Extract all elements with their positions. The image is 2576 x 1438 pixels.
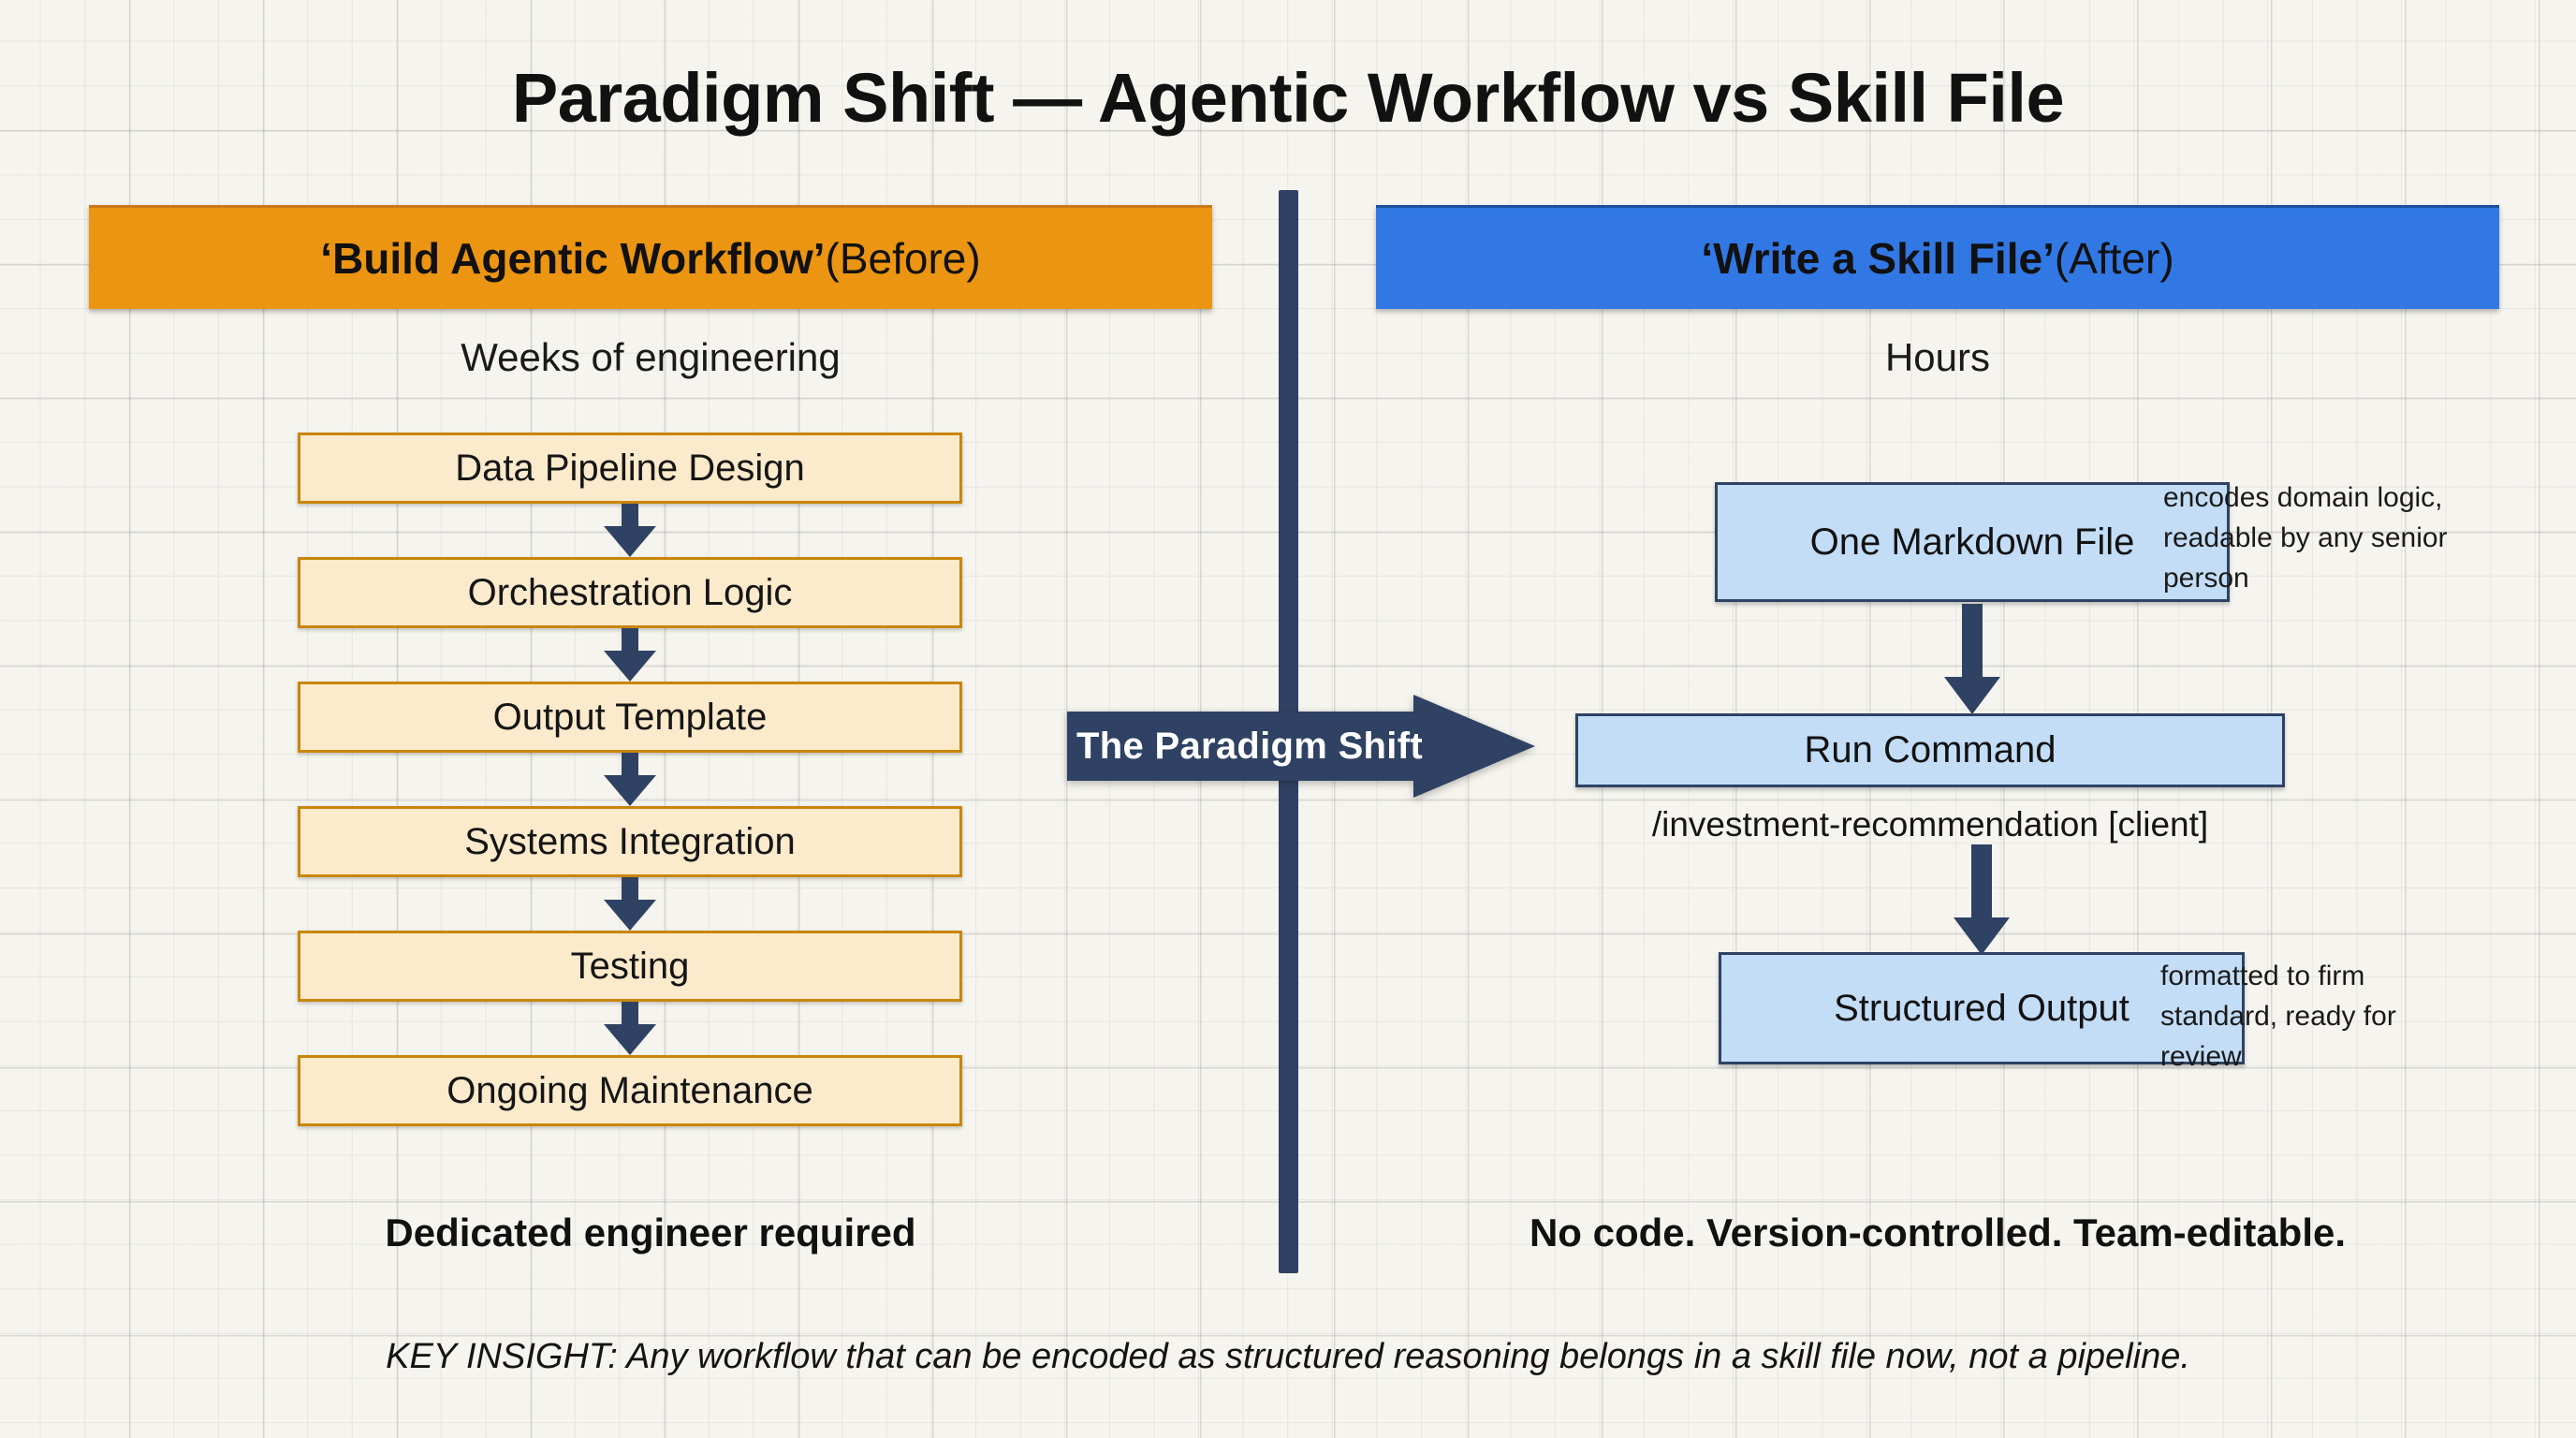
arrow-down-icon: [604, 628, 656, 682]
left-step-box: Testing: [298, 931, 962, 1002]
right-column-header: ‘Write a Skill File’ (After): [1376, 205, 2499, 309]
note-structured-output: formatted to firm standard, ready for re…: [2160, 961, 2396, 1072]
flow-arrow-down: [298, 628, 962, 682]
flow-arrow-down: [298, 877, 962, 931]
arrow-down-icon: [604, 877, 656, 931]
left-step-box: Orchestration Logic: [298, 557, 962, 628]
right-footer-label: No code. Version-controlled. Team-editab…: [1529, 1211, 2347, 1255]
paradigm-shift-arrow-icon: [1067, 695, 1535, 798]
right-subtitle: Hours: [1884, 335, 1991, 379]
left-step-box: Systems Integration: [298, 806, 962, 877]
left-flow-chart: Data Pipeline Design Orchestration Logic…: [298, 433, 962, 1126]
right-header-strong: ‘Write a Skill File’: [1701, 234, 2055, 283]
flow-arrow-down: [298, 1002, 962, 1055]
left-footer-label: Dedicated engineer required: [385, 1211, 916, 1255]
arrow-down-icon: [1954, 844, 2010, 955]
command-text: /investment-recommendation [client]: [1651, 805, 2209, 844]
note-markdown-file: encodes domain logic, readable by any se…: [2163, 482, 2448, 594]
left-column-header: ‘Build Agentic Workflow’ (Before): [89, 205, 1212, 309]
left-subtitle: Weeks of engineering: [461, 335, 841, 379]
key-insight-text: KEY INSIGHT: Any workflow that can be en…: [386, 1337, 2190, 1376]
right-box-structured-output: Structured Output: [1719, 952, 2245, 1064]
right-box-run-command: Run Command: [1575, 713, 2285, 787]
left-step-box: Data Pipeline Design: [298, 433, 962, 504]
right-box-markdown-file: One Markdown File: [1715, 482, 2230, 602]
flow-arrow-down: [298, 504, 962, 557]
left-step-box: Output Template: [298, 682, 962, 753]
arrow-down-icon: [604, 753, 656, 806]
arrow-down-icon: [604, 504, 656, 557]
left-header-light: (Before): [825, 234, 981, 283]
page-title: Paradigm Shift — Agentic Workflow vs Ski…: [511, 59, 2065, 137]
left-step-box: Ongoing Maintenance: [298, 1055, 962, 1126]
left-header-strong: ‘Build Agentic Workflow’: [320, 234, 826, 283]
arrow-down-icon: [604, 1002, 656, 1055]
arrow-down-icon: [1944, 604, 2000, 714]
paradigm-shift-label: The Paradigm Shift: [1076, 725, 1423, 767]
flow-arrow-down: [298, 753, 962, 806]
right-header-light: (After): [2054, 234, 2174, 283]
